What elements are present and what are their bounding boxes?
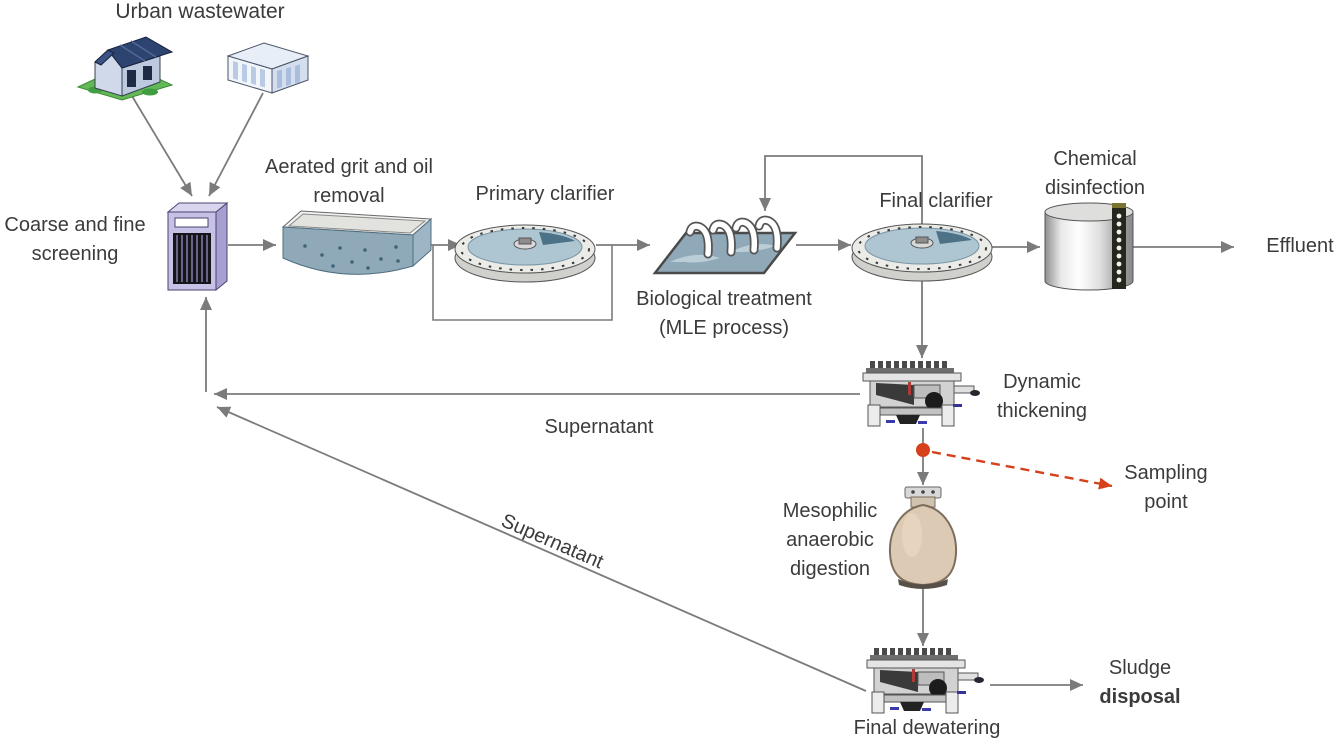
sampling-dot-icon	[916, 443, 1113, 490]
final-clarifier-icon	[851, 223, 993, 282]
building-icon	[226, 42, 310, 94]
thickening-belt-press-icon	[862, 360, 981, 427]
title-urban-wastewater: Urban wastewater	[115, 0, 285, 23]
flow-lines	[131, 92, 1234, 692]
label-supernatant-top: Supernatant	[544, 416, 654, 438]
label-final-clarifier: Final clarifier	[879, 190, 993, 212]
line-recycle-to-bio	[759, 155, 923, 235]
label-grit-removal: Aerated grit and oil removal	[265, 156, 433, 207]
digester-egg-icon	[888, 486, 958, 589]
cylinder-tank-icon	[1044, 202, 1134, 291]
label-anaerobic-digestion: Mesophilic anaerobic digestion	[782, 500, 878, 580]
label-effluent: Effluent	[1266, 235, 1334, 257]
line-house-to-screening	[131, 95, 193, 197]
label-primary-clarifier: Primary clarifier	[475, 183, 615, 205]
aeration-tank-icon	[652, 215, 798, 275]
dewatering-belt-press-icon	[866, 647, 985, 714]
aerated-basin-icon	[281, 210, 433, 275]
line-building-to-screening	[208, 92, 264, 197]
label-sampling-point: Sampling point	[1124, 462, 1208, 513]
label-sludge-disposal: Sludge disposal	[1099, 657, 1181, 708]
line-supernatant-dewatering-return	[216, 406, 867, 692]
label-screening: Coarse and fine screening	[4, 214, 146, 265]
line-sampling-dashed	[931, 450, 1113, 490]
label-dynamic-thickening: Dynamic thickening	[996, 371, 1088, 422]
line-primary-bypass	[432, 245, 613, 321]
label-chemical-disinfection: Chemical disinfection	[1044, 148, 1146, 199]
primary-clarifier-icon	[454, 224, 596, 283]
label-final-dewatering: Final dewatering	[853, 717, 1001, 739]
bar-screen-icon	[166, 201, 229, 292]
house-icon	[76, 36, 174, 101]
label-biological-treatment: Biological treatment (MLE process)	[636, 288, 812, 339]
